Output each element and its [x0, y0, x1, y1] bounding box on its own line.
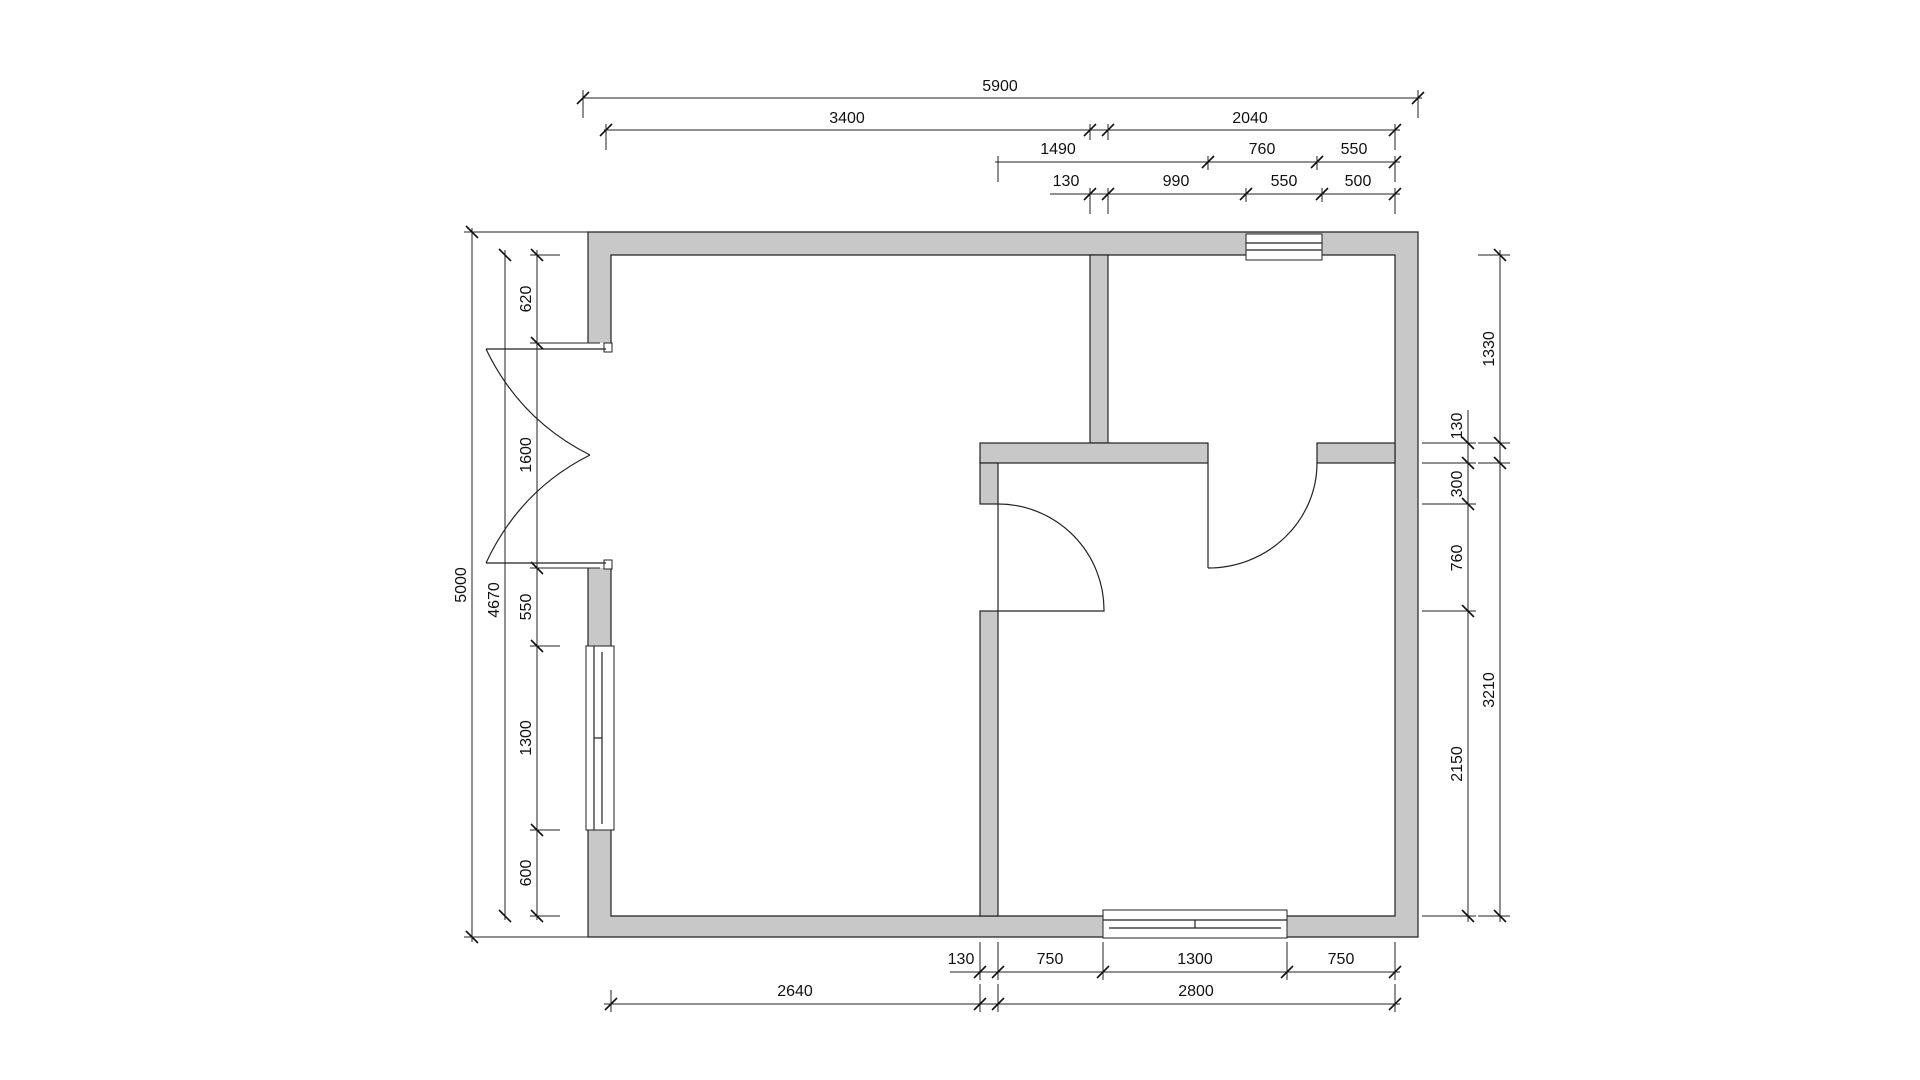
dim-right-130: 130: [1449, 413, 1466, 440]
entrance-door-swing-top: [485, 348, 591, 456]
windows: [585, 233, 1323, 939]
dim-left-620: 620: [518, 286, 535, 313]
dim-bottom-2640: 2640: [777, 983, 813, 1000]
dim-right-inner: 130 300 760 2150: [1422, 410, 1476, 923]
dim-right-300: 300: [1449, 471, 1466, 498]
dim-right-2150: 2150: [1449, 746, 1466, 782]
window-top: [1245, 233, 1323, 261]
entrance-opening: [586, 343, 614, 568]
dim-bottom-130: 130: [948, 951, 975, 968]
dim-right-1330: 1330: [1481, 331, 1498, 367]
dim-right-3210: 3210: [1481, 672, 1498, 708]
dim-left-1600: 1600: [518, 437, 535, 473]
dim-bottom-750b: 750: [1328, 951, 1355, 968]
dim-top-760: 760: [1249, 141, 1276, 158]
dim-top-1490: 1490: [1040, 141, 1076, 158]
dim-top-130: 130: [1053, 173, 1080, 190]
dim-right-760: 760: [1449, 545, 1466, 572]
dim-bottom-2800: 2800: [1178, 983, 1214, 1000]
walls: [586, 231, 1419, 938]
dim-left-4670: 4670: [486, 582, 503, 618]
interior-wall-lower-vertical-2: [979, 610, 999, 917]
dim-top-500: 500: [1345, 173, 1372, 190]
interior-wall-upper-vertical: [1089, 254, 1109, 444]
dim-left-inner: 4670: [486, 248, 512, 923]
exterior-wall: [587, 231, 1419, 938]
dim-bottom-750a: 750: [1037, 951, 1064, 968]
interior-wall-horizontal-right: [1316, 442, 1396, 464]
dim-top-row4: 130 990 550 500: [1050, 173, 1402, 214]
dim-top-990: 990: [1163, 173, 1190, 190]
dim-left-1300: 1300: [518, 720, 535, 756]
dim-right-outer: 1330 3210: [1478, 248, 1510, 923]
dim-bottom-row1: 130 750 1300 750: [948, 942, 1402, 980]
doors: [485, 348, 1318, 612]
dim-left-overall: 5000: [453, 225, 592, 944]
dim-top-2040: 2040: [1232, 110, 1268, 127]
dim-left-5000: 5000: [453, 567, 470, 603]
dim-top-550b: 550: [1271, 173, 1298, 190]
interior-door-swing: [997, 503, 1105, 612]
interior-wall-horizontal-left: [979, 442, 1209, 464]
door-jamb-top: [603, 342, 613, 353]
dim-top-row2: 3400 2040: [599, 110, 1402, 150]
dim-top-overall: 5900: [576, 78, 1425, 118]
door-jamb-bottom: [603, 559, 613, 570]
dim-left-550: 550: [518, 594, 535, 621]
entrance-door-swing-bottom: [485, 454, 591, 564]
small-room-door-swing: [1207, 462, 1318, 569]
dim-left-600: 600: [518, 860, 535, 887]
dim-top-550a: 550: [1341, 141, 1368, 158]
dim-top-row3: 1490 760 550: [995, 141, 1402, 182]
interior-wall-lower-vertical: [979, 462, 999, 505]
dim-top-3400: 3400: [829, 110, 865, 127]
dim-bottom-row2: 2640 2800: [604, 983, 1402, 1012]
dim-left-segments: 620 1600 550 1300 600: [518, 248, 600, 923]
dim-top-overall-label: 5900: [982, 78, 1018, 95]
dimensions: 5900 3400 2040 1490 760: [453, 78, 1510, 1012]
dim-bottom-1300: 1300: [1177, 951, 1213, 968]
